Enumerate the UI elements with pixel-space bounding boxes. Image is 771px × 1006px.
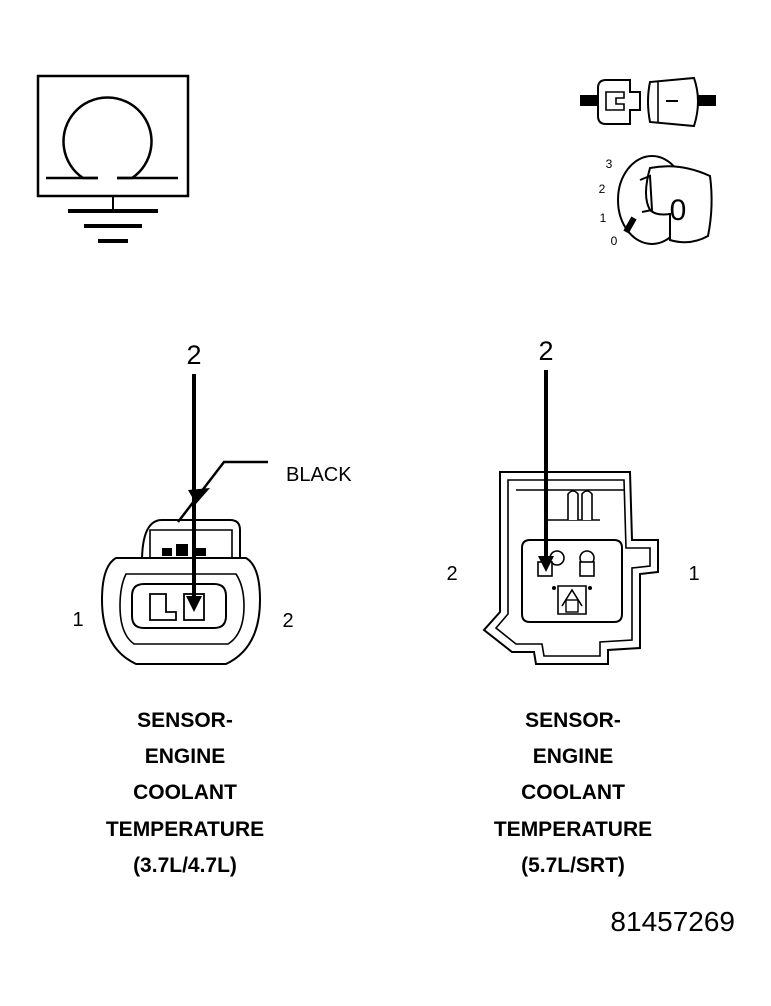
- right-pin-callout: 2: [538, 336, 553, 366]
- ohmmeter-icon: [36, 74, 190, 243]
- ignition-selected-position: 0: [670, 194, 687, 227]
- left-color-label: BLACK: [286, 464, 352, 486]
- left-caption-line-4: TEMPERATURE: [106, 818, 264, 841]
- ignition-position-3: 3: [606, 157, 613, 171]
- left-pin-callout: 2: [186, 340, 201, 370]
- left-caption-line-1: SENSOR-: [137, 709, 233, 732]
- left-caption-line-5: (3.7L/4.7L): [133, 854, 237, 877]
- left-side-label-right: 2: [282, 610, 293, 632]
- right-connector: 2 2 1: [446, 336, 700, 665]
- left-side-label-left: 1: [72, 609, 83, 631]
- left-caption: SENSOR- ENGINE COOLANT TEMPERATURE (3.7L…: [106, 709, 264, 877]
- ignition-position-1: 1: [600, 211, 607, 225]
- right-caption-line-2: ENGINE: [533, 745, 614, 768]
- right-caption-line-1: SENSOR-: [525, 709, 621, 732]
- left-caption-line-2: ENGINE: [145, 745, 226, 768]
- figure-number: 81457269: [610, 906, 735, 937]
- ignition-position-2: 2: [599, 182, 606, 196]
- left-caption-line-3: COOLANT: [133, 781, 237, 804]
- ignition-position-0: 0: [611, 234, 618, 248]
- right-caption: SENSOR- ENGINE COOLANT TEMPERATURE (5.7L…: [494, 709, 652, 877]
- right-caption-line-4: TEMPERATURE: [494, 818, 652, 841]
- right-caption-line-3: COOLANT: [521, 781, 625, 804]
- right-side-label-right: 1: [688, 563, 699, 585]
- left-connector: 2 BLACK 1 2: [72, 340, 352, 665]
- disconnected-connector-icon: [580, 76, 716, 128]
- right-side-label-left: 2: [446, 563, 457, 585]
- right-caption-line-5: (5.7L/SRT): [521, 854, 625, 877]
- ignition-key-icon: 0 3 2 1 0: [599, 155, 713, 248]
